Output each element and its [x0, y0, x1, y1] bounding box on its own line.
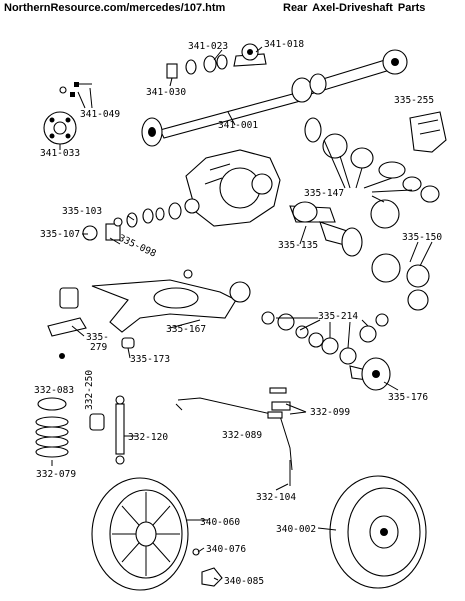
part-label-335-167[interactable]: 335-167: [166, 324, 206, 335]
pinion-parts: [82, 202, 182, 241]
part-label-335-103[interactable]: 335-103: [62, 206, 102, 217]
part-label-335-173[interactable]: 335-173: [130, 354, 170, 365]
part-label-332-250[interactable]: 332-250: [84, 370, 95, 410]
part-label-332-089[interactable]: 332-089: [222, 430, 262, 441]
part-label-332-079[interactable]: 332-079: [36, 469, 76, 480]
part-label-335-279-prefix[interactable]: 335-: [86, 332, 109, 343]
spring-332-079: [35, 397, 69, 458]
part-label-341-049[interactable]: 341-049: [80, 109, 120, 120]
part-label-340-076[interactable]: 340-076: [206, 544, 246, 555]
lug-bolt-340-076: [192, 548, 200, 556]
part-label-340-060[interactable]: 340-060: [200, 517, 240, 528]
steel-wheel-340-002: [329, 475, 427, 589]
flex-disc: [43, 111, 77, 145]
part-label-335-098[interactable]: 335-098: [117, 233, 158, 260]
part-label-335-150[interactable]: 335-150: [402, 232, 442, 243]
alloy-wheel-340-060: [91, 477, 189, 591]
header: NorthernResource.com/mercedes/107.htm Re…: [0, 0, 465, 16]
part-label-335-107[interactable]: 335-107: [40, 229, 80, 240]
part-label-341-018[interactable]: 341-018: [264, 39, 304, 50]
part-label-341-001[interactable]: 341-001: [218, 120, 258, 131]
part-label-335-135[interactable]: 335-135: [278, 240, 318, 251]
page-title: Rear Axel-Driveshaft Parts: [283, 2, 426, 14]
hub-cap-340-085: [201, 567, 223, 587]
shock-absorber-332-120: [115, 395, 125, 465]
leader-lines: [51, 46, 433, 581]
part-label-332-083[interactable]: 332-083: [34, 385, 74, 396]
bolts-341-049: [59, 82, 92, 97]
part-label-341-033[interactable]: 341-033: [40, 148, 80, 159]
part-label-340-085[interactable]: 340-085: [224, 576, 264, 587]
half-shaft: [289, 201, 363, 257]
part-label-332-099[interactable]: 332-099: [310, 407, 350, 418]
part-label-341-030[interactable]: 341-030: [146, 87, 186, 98]
part-label-335-279-suffix[interactable]: 279: [90, 342, 107, 353]
trailing-arm-assembly: [47, 269, 251, 359]
part-label-340-002[interactable]: 340-002: [276, 524, 316, 535]
site-url-link[interactable]: NorthernResource.com/mercedes/107.htm: [4, 2, 226, 14]
part-label-335-255[interactable]: 335-255: [394, 95, 434, 106]
differential-housing: [184, 149, 281, 227]
part-label-335-147[interactable]: 335-147: [304, 188, 344, 199]
driveshaft-assembly: [141, 49, 408, 147]
bump-stop-332-250: [89, 413, 105, 431]
part-label-335-214[interactable]: 335-214: [318, 311, 358, 322]
boots-335-150: [371, 253, 430, 311]
center-bearing-parts: [166, 43, 267, 79]
wheel-hub-335-176: [349, 357, 391, 391]
part-label-341-023[interactable]: 341-023: [188, 41, 228, 52]
part-label-332-120[interactable]: 332-120: [128, 432, 168, 443]
part-label-332-104[interactable]: 332-104: [256, 492, 296, 503]
differential-mount: [409, 111, 447, 153]
part-label-335-176[interactable]: 335-176: [388, 392, 428, 403]
sway-bar-links-332-099: [267, 387, 291, 419]
